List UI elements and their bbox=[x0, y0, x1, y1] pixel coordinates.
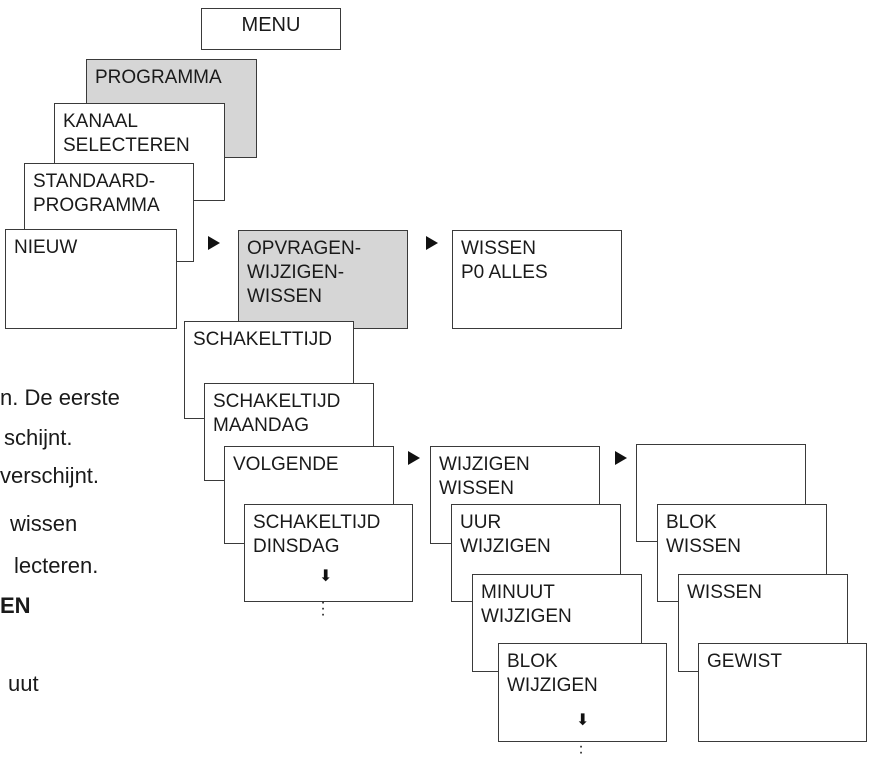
blok-wijzigen-box: BLOK WIJZIGEN bbox=[498, 643, 667, 742]
gewist-box: GEWIST bbox=[698, 643, 867, 742]
nieuw-box: NIEUW bbox=[5, 229, 177, 329]
continuation-dots-icon: ·· bbox=[578, 738, 584, 761]
side-text-line-5: lecteren. bbox=[14, 553, 99, 578]
arrow-right-icon bbox=[408, 451, 420, 465]
arrow-down-icon: ⬇ bbox=[576, 712, 590, 729]
side-text-line-2: schijnt. bbox=[4, 425, 73, 450]
arrow-down-icon: ⬇ bbox=[319, 568, 333, 585]
menu-box: MENU bbox=[201, 8, 341, 50]
side-text-line-6: EN bbox=[0, 593, 31, 618]
arrow-right-icon bbox=[426, 236, 438, 250]
side-text-line-3: verschijnt. bbox=[0, 463, 100, 488]
opvragen-wijzigen-wissen-box: OPVRAGEN- WIJZIGEN- WISSEN bbox=[238, 230, 408, 329]
side-text-line-7: uut bbox=[8, 671, 39, 696]
wissen-p0-alles-box: WISSEN P0 ALLES bbox=[452, 230, 622, 329]
schakeltijd-dinsdag-box: SCHAKELTIJD DINSDAG bbox=[244, 504, 413, 602]
arrow-right-icon bbox=[208, 236, 220, 250]
side-text-line-1: n. De eerste bbox=[0, 385, 120, 410]
arrow-right-icon bbox=[615, 451, 627, 465]
side-text-line-4: wissen bbox=[10, 511, 78, 536]
continuation-dots-icon: ··· bbox=[320, 594, 326, 623]
